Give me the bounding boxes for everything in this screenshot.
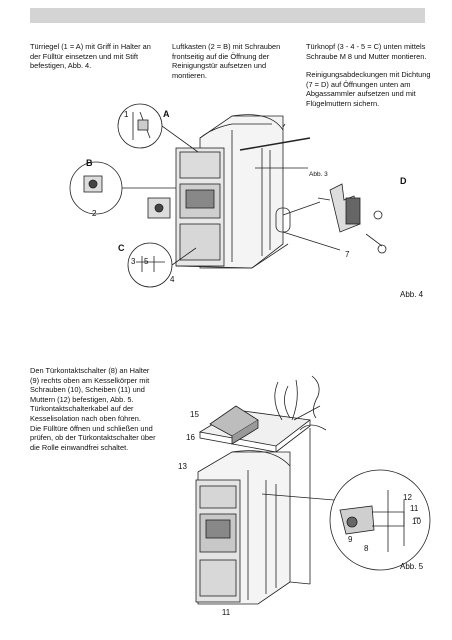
page-number: 11: [221, 608, 231, 617]
fig5-num-10: 10: [412, 517, 421, 526]
fig4-num-3: 3: [131, 257, 136, 266]
fig4-label-d: D: [400, 176, 407, 186]
fig5-num-13: 13: [178, 462, 187, 471]
text-door-switch: Den Türkontaktschalter (8) an Halter (9)…: [30, 366, 156, 452]
fig5-num-8: 8: [364, 544, 369, 553]
fig4-label-b: B: [86, 158, 93, 168]
fig4-num-2: 2: [92, 209, 97, 218]
fig4-num-1: 1: [124, 110, 129, 119]
fig4-num-4: 4: [170, 275, 175, 284]
header-bar: [30, 8, 425, 23]
fig4-label-a: A: [163, 109, 170, 119]
fig4-caption: Abb. 4: [400, 290, 424, 299]
text-door-latch: Türriegel (1 = A) mit Griff in Halter an…: [30, 42, 151, 71]
fig5-num-16: 16: [186, 433, 195, 442]
text-door-knob: Türknopf (3 - 4 - 5 = C) unten mittels S…: [306, 42, 427, 61]
fig4-num-7: 7: [345, 250, 350, 259]
fig4-callout-abb3: Abb. 3: [309, 171, 328, 178]
fig5-caption: Abb. 5: [400, 562, 424, 571]
fig5-num-15: 15: [190, 410, 199, 419]
fig4-num-5: 5: [144, 257, 149, 266]
fig5-num-12: 12: [403, 493, 412, 502]
fig5-num-11: 11: [410, 504, 419, 513]
fig4-label-c: C: [118, 243, 125, 253]
text-air-box: Luftkasten (2 = B) mit Schrauben frontse…: [172, 42, 281, 80]
text-cleaning-covers: Reinigungsabdeckungen mit Dichtung (7 = …: [306, 70, 431, 108]
fig5-num-9: 9: [348, 535, 353, 544]
